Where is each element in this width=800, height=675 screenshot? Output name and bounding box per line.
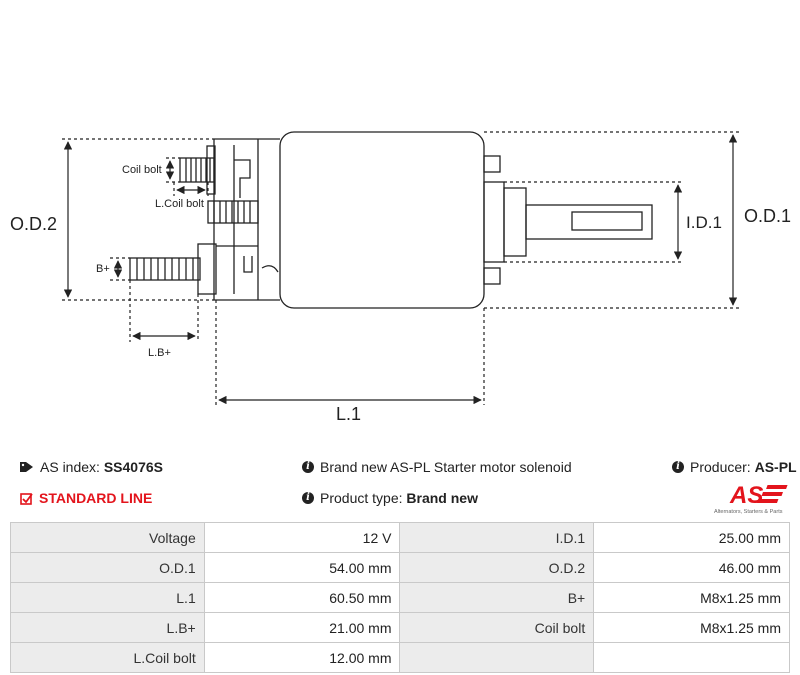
spec-label: O.D.1 <box>10 552 205 583</box>
spec-label: L.B+ <box>10 612 205 643</box>
spec-value: 60.50 mm <box>203 582 401 613</box>
terminal-block <box>213 138 280 301</box>
description: i Brand new AS-PL Starter motor solenoid <box>302 459 572 475</box>
product-type: i Product type: Brand new <box>302 490 478 506</box>
producer-label: Producer: <box>690 459 751 475</box>
logo-tagline: Alternators, Starters & Parts <box>714 509 783 515</box>
b-plus-terminal <box>129 243 217 295</box>
spec-value: 25.00 mm <box>593 522 790 553</box>
label-l1: L.1 <box>336 404 361 424</box>
tag-icon <box>20 462 33 472</box>
label-od1: O.D.1 <box>744 206 791 226</box>
as-index-value: SS4076S <box>103 459 163 475</box>
info-icon: i <box>672 461 684 473</box>
spec-value: 46.00 mm <box>593 552 790 583</box>
spec-value: M8x1.25 mm <box>593 582 790 613</box>
product-line: STANDARD LINE <box>20 490 152 506</box>
info-icon: i <box>302 492 314 504</box>
spec-value: 12 V <box>203 522 401 553</box>
label-l-coil-bolt: L.Coil bolt <box>155 198 204 210</box>
solenoid-body <box>279 131 485 309</box>
label-coil-bolt: Coil bolt <box>122 164 162 176</box>
label-od2: O.D.2 <box>10 214 57 234</box>
label-id1: I.D.1 <box>686 213 722 232</box>
plunger <box>483 155 653 285</box>
as-pl-logo: AS Alternators, Starters & Parts <box>714 482 788 515</box>
producer: i Producer: AS-PL <box>672 459 797 475</box>
spec-value: M8x1.25 mm <box>593 612 790 643</box>
description-text: Brand new AS-PL Starter motor solenoid <box>320 459 572 475</box>
spec-label: L.Coil bolt <box>10 642 205 673</box>
spec-value: 12.00 mm <box>203 642 401 673</box>
spec-label: O.D.2 <box>399 552 595 583</box>
as-index: AS index: SS4076S <box>20 459 163 475</box>
producer-value: AS-PL <box>754 459 797 475</box>
spec-value: 54.00 mm <box>203 552 401 583</box>
spec-label: Coil bolt <box>399 612 595 643</box>
as-index-label: AS index: <box>40 459 100 475</box>
spec-value <box>593 642 790 673</box>
product-type-value: Brand new <box>406 490 478 506</box>
spec-label <box>399 642 595 673</box>
spec-label: B+ <box>399 582 595 613</box>
label-l-b-plus: L.B+ <box>148 347 171 359</box>
checkbox-icon <box>20 492 33 505</box>
logo-text: AS <box>729 482 763 509</box>
spec-label: L.1 <box>10 582 205 613</box>
spec-label: Voltage <box>10 522 205 553</box>
spec-label: I.D.1 <box>399 522 595 553</box>
coil-bolt-thread <box>207 200 259 224</box>
info-icon: i <box>302 461 314 473</box>
solenoid-technical-drawing: Coil bolt L.Coil bolt B+ L.B+ O.D.2 O.D.… <box>10 131 791 424</box>
standard-line-label: STANDARD LINE <box>39 490 153 506</box>
label-b-plus: B+ <box>96 263 110 275</box>
product-type-label: Product type: <box>320 490 403 506</box>
coil-bolt <box>179 145 216 195</box>
spec-value: 21.00 mm <box>203 612 401 643</box>
